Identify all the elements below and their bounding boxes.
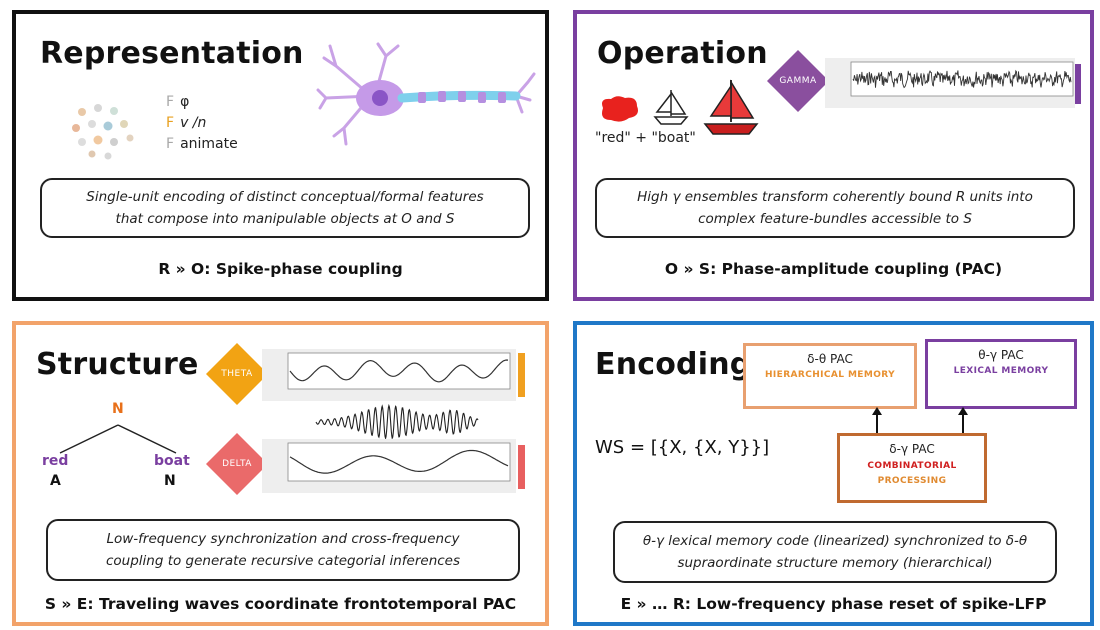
boat-outline-icon	[653, 90, 689, 125]
coupled-burst-trace	[315, 403, 479, 441]
lexical-memory-box: θ-γ PAC LEXICAL MEMORY	[925, 339, 1077, 409]
tree-right-word: boat	[154, 453, 190, 469]
structure-title: Structure	[36, 347, 199, 382]
operation-panel: Operation "red" + "boat" GAMMA High γ en…	[573, 10, 1094, 301]
encoding-panel: Encoding δ-θ PAC HIERARCHICAL MEMORY θ-γ…	[573, 321, 1094, 626]
delta-oscillation-plot	[262, 439, 525, 493]
operation-title: Operation	[597, 36, 768, 71]
theta-diamond: THETA	[206, 343, 268, 405]
operation-description: High γ ensembles transform coherently bo…	[595, 178, 1075, 238]
tree-root-node: N	[112, 401, 124, 417]
neuron-icon	[316, 42, 536, 146]
hierarchical-memory-box: δ-θ PAC HIERARCHICAL MEMORY	[743, 343, 917, 409]
structure-panel: Structure N red A boat N THETA DELTA Low…	[12, 321, 549, 626]
tree-left-word: red	[42, 453, 69, 469]
red-boat-icon	[703, 79, 759, 135]
feature-dots-icon	[72, 104, 134, 160]
structure-description: Low-frequency synchronization and cross-…	[46, 519, 520, 581]
gamma-oscillation-plot	[825, 58, 1081, 108]
combinatorial-processing-box: δ-γ PAC COMBINATORIAL PROCESSING	[837, 433, 987, 503]
tree-left-category: A	[50, 473, 61, 489]
red-blob-icon	[602, 96, 638, 122]
encoding-footer: E » … R: Low-frequency phase reset of sp…	[620, 595, 1047, 613]
encoding-description: θ-γ lexical memory code (linearized) syn…	[613, 521, 1057, 583]
operation-footer: O » S: Phase-amplitude coupling (PAC)	[664, 260, 1003, 278]
representation-title: Representation	[40, 36, 304, 71]
representation-footer: R » O: Spike-phase coupling	[158, 260, 403, 278]
tree-right-category: N	[164, 473, 176, 489]
delta-diamond: DELTA	[206, 433, 268, 495]
structure-footer: S » E: Traveling waves coordinate fronto…	[44, 595, 517, 613]
encoding-title: Encoding	[595, 347, 752, 382]
gamma-diamond: GAMMA	[767, 50, 829, 112]
workspace-formula: WS = [{X, {X, Y}}]	[595, 437, 770, 458]
syntax-tree-lines	[59, 424, 177, 454]
pac-arrows	[872, 407, 968, 435]
representation-description: Single-unit encoding of distinct concept…	[40, 178, 530, 238]
theta-oscillation-plot	[262, 349, 525, 401]
red-boat-caption: "red" + "boat"	[595, 130, 696, 146]
